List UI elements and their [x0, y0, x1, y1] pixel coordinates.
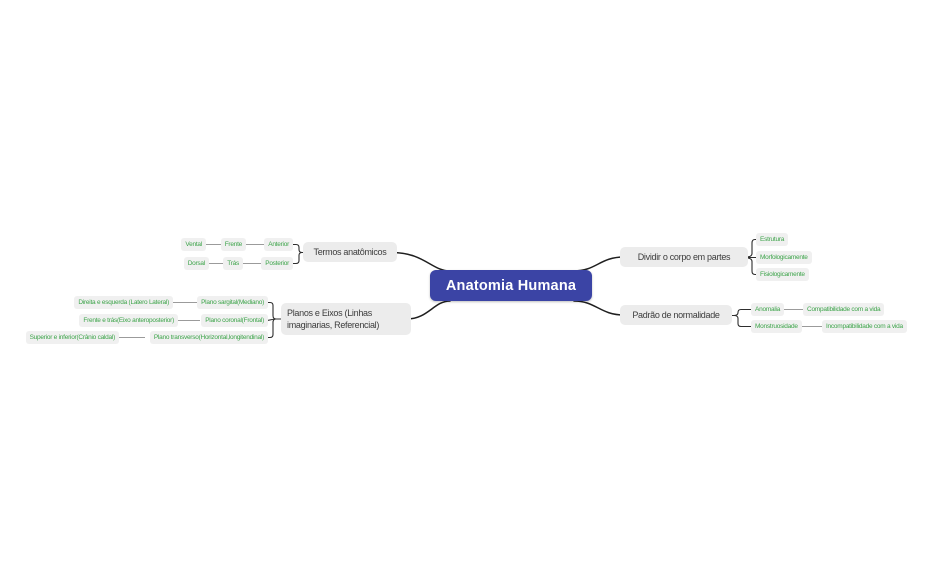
leaf-plano-sargital[interactable]: Plano sargital(Mediano): [197, 296, 268, 309]
curve-planos-center: [406, 300, 451, 320]
leaf-frente[interactable]: Frente: [220, 238, 246, 251]
leaf-anomalia[interactable]: Anomalia: [751, 303, 785, 316]
leaf-fisiologicamente[interactable]: Fisiologicamente: [756, 268, 809, 281]
branch-termos-anatomicos[interactable]: Termos anatômicos: [303, 242, 397, 262]
bracket-padrao-top: [729, 308, 754, 317]
curve-termos-center: [391, 251, 451, 272]
leaf-compatibilidade[interactable]: Compatibilidade com a vida: [803, 303, 885, 316]
branch-planos-eixos[interactable]: Planos e Eixos (Linhas imaginarias, Refe…: [281, 303, 411, 335]
leaf-tras[interactable]: Trás: [223, 257, 243, 270]
bracket-padrao-bottom: [729, 314, 754, 328]
leaf-direita-esquerda[interactable]: Direita e esquerda (Latero Lateral): [74, 296, 173, 309]
bracket-dividir-bottom: [745, 257, 759, 276]
leaf-anterior[interactable]: Anterior: [264, 238, 293, 251]
leaf-dorsal[interactable]: Dorsal: [183, 257, 209, 270]
branch-dividir-corpo[interactable]: Dividir o corpo em partes: [620, 247, 748, 267]
leaf-plano-transverso[interactable]: Plano transverso(Horizontal,longitendina…: [149, 331, 268, 344]
leaf-vental[interactable]: Vental: [181, 238, 206, 251]
leaf-monstruosidade[interactable]: Monstruosidade: [751, 320, 802, 333]
branch-padrao-normalidade[interactable]: Padrão de normalidade: [620, 305, 732, 325]
curve-center-padrao: [573, 300, 625, 316]
leaf-morfologicamente[interactable]: Morfologicamente: [756, 251, 812, 264]
central-topic[interactable]: Anatomia Humana: [430, 270, 592, 301]
leaf-posterior[interactable]: Posterior: [261, 257, 293, 270]
leaf-frente-tras[interactable]: Frente e trás(Eixo anteroposterior): [79, 314, 178, 327]
bracket-dividir-top: [745, 238, 759, 258]
bracket-termos-bottom: [290, 251, 303, 265]
leaf-estrutura[interactable]: Estrutura: [756, 233, 789, 246]
curve-center-dividir: [573, 256, 625, 272]
bracket-planos-bottom: [265, 318, 277, 339]
leaf-plano-coronal[interactable]: Plano coronal(Frontal): [201, 314, 268, 327]
leaf-incompatibilidade[interactable]: Incompatibilidade com a vida: [822, 320, 907, 333]
leaf-superior-inferior[interactable]: Superior e inferior(Crânio caldal): [25, 331, 119, 344]
